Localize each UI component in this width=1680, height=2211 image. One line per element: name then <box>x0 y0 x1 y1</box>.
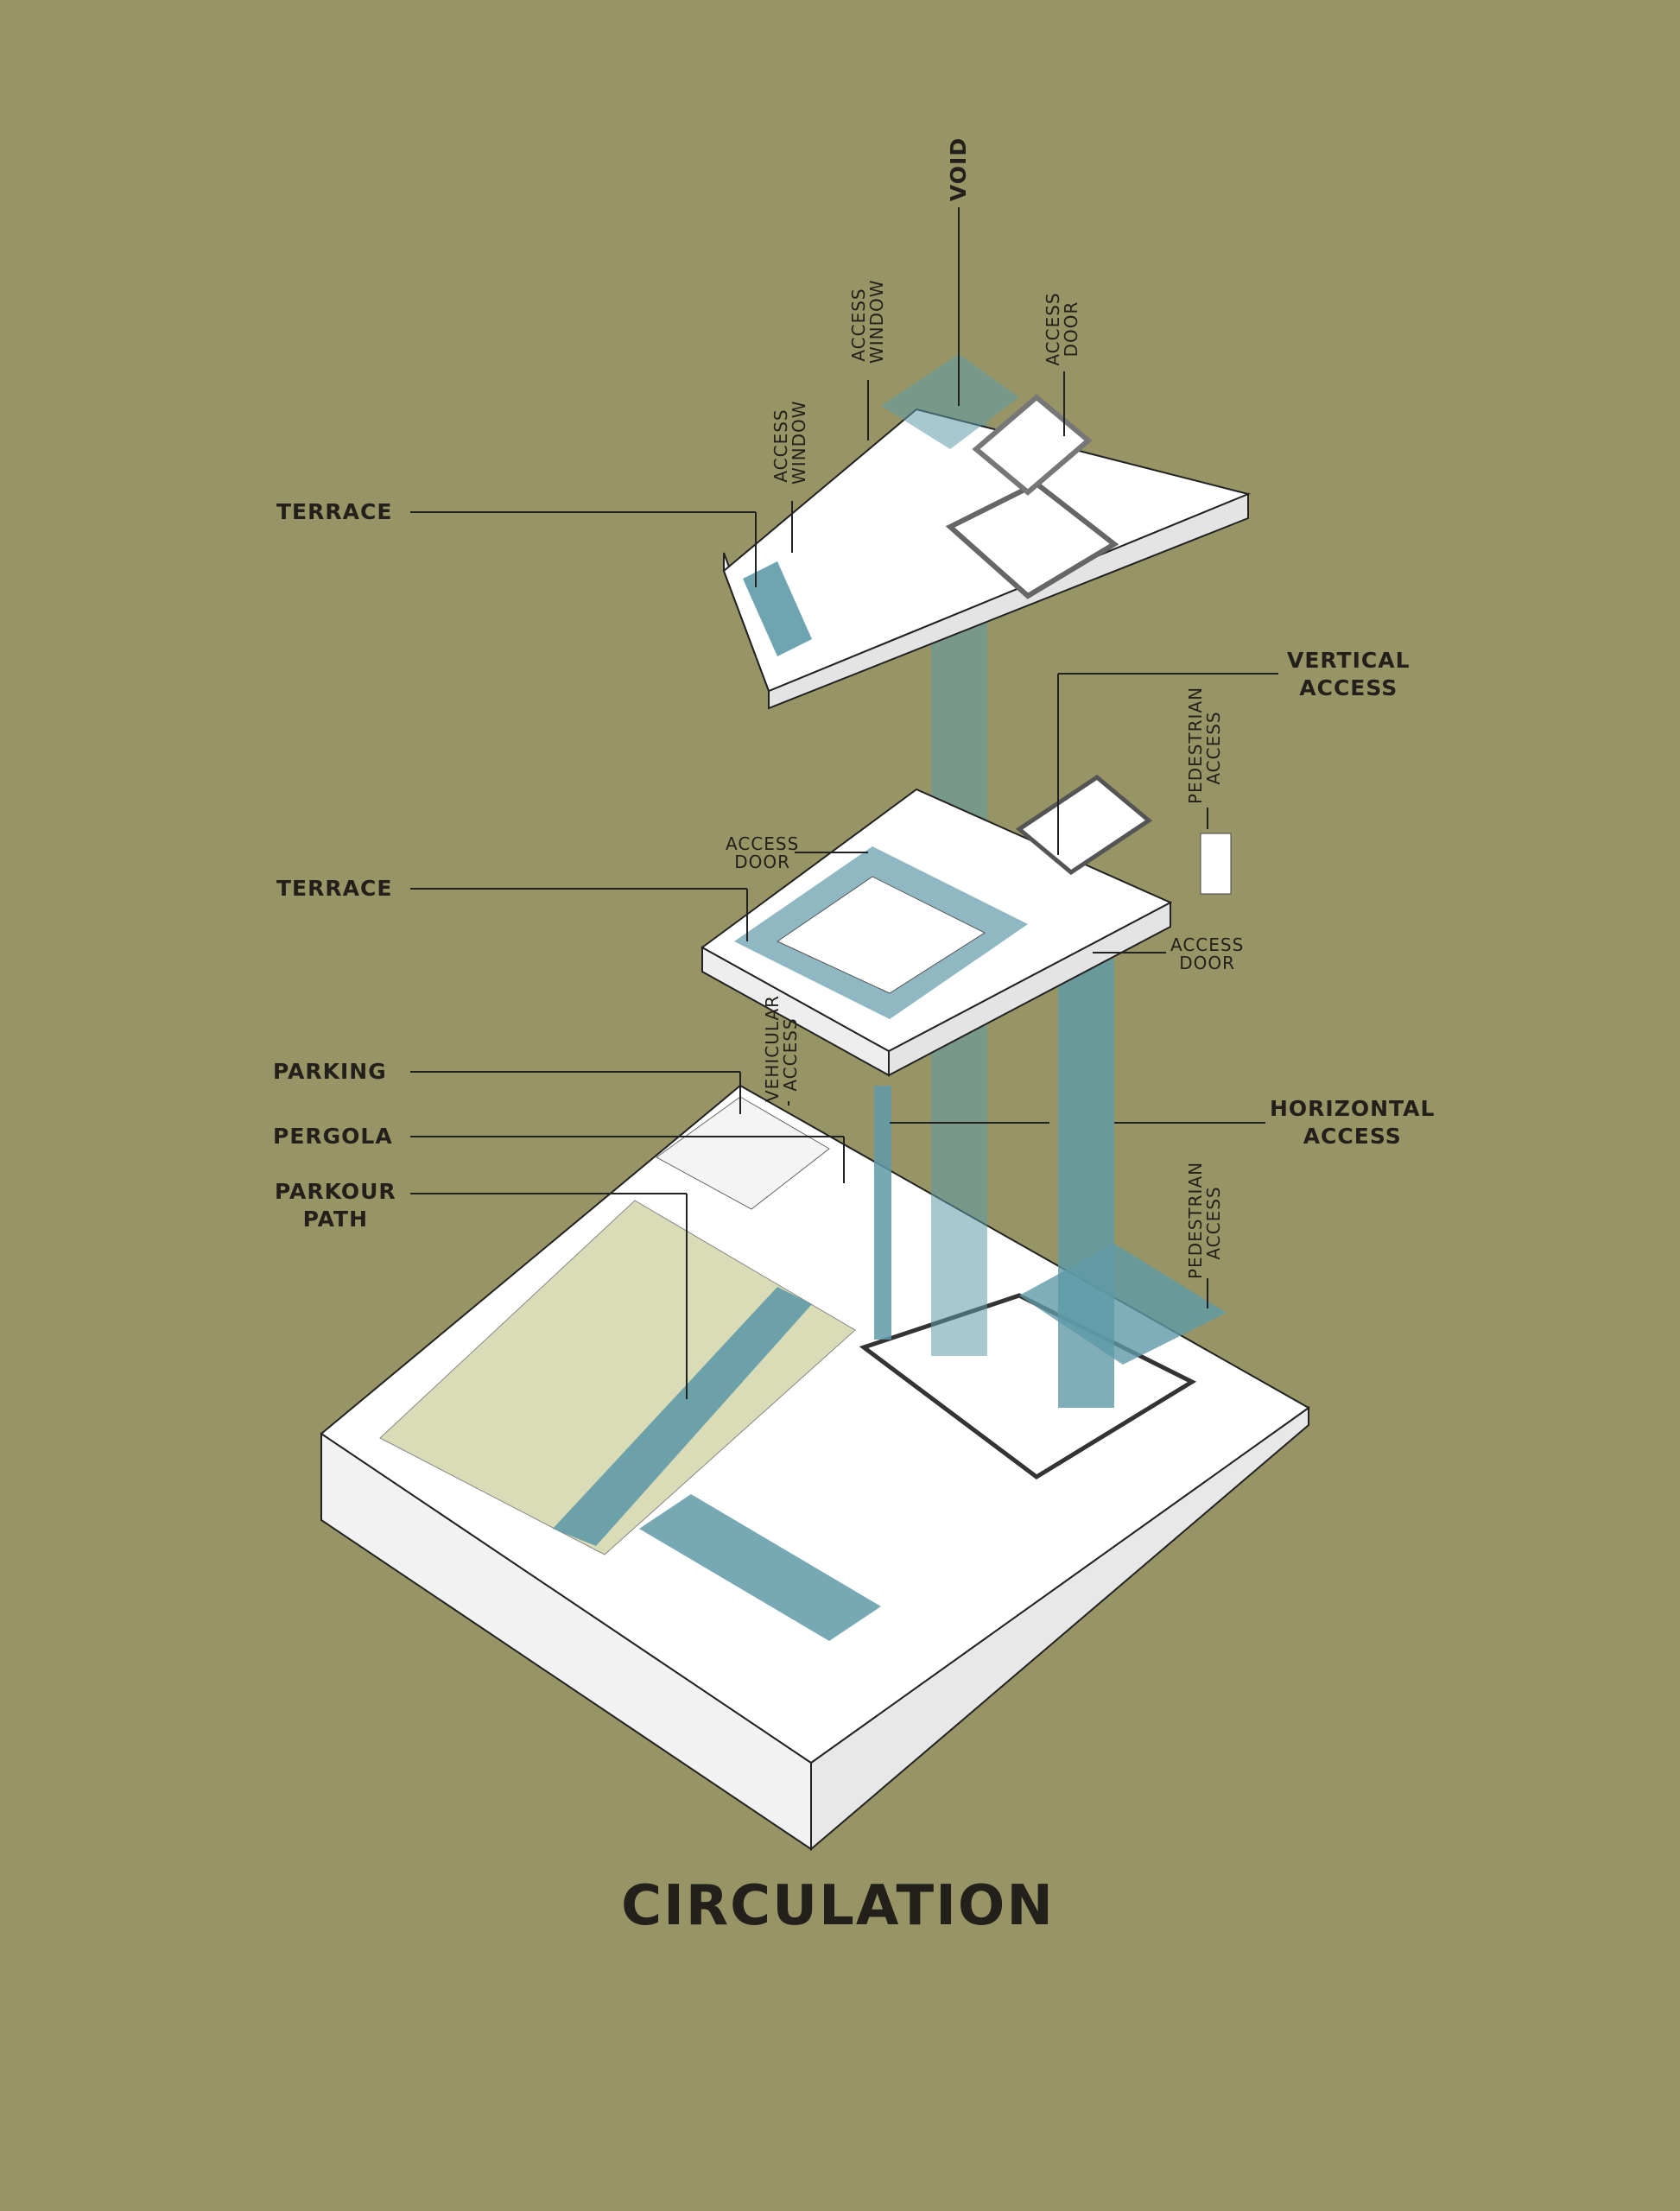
diagram-title: CIRCULATION <box>621 1874 1055 1938</box>
label-terrace-upper: TERRACE <box>276 499 393 524</box>
label-void: VOID <box>946 136 971 202</box>
parking-area <box>656 1096 830 1210</box>
label-horizontal-access: HORIZONTAL ACCESS <box>1270 1095 1435 1150</box>
garden-grass <box>379 1200 856 1555</box>
label-line: ACCESS <box>726 833 800 854</box>
label-line: PEDESTRIAN <box>1185 1161 1206 1279</box>
label-line: VERTICAL <box>1287 648 1411 673</box>
middle-floor <box>701 774 1232 1077</box>
label-line: DOOR <box>1179 953 1236 973</box>
label-line: ACCESS <box>770 409 791 483</box>
label-parkour-path: PARKOUR PATH <box>275 1178 396 1233</box>
top-floor <box>722 354 1252 710</box>
vertical-access-shaft <box>1058 959 1114 1408</box>
label-line: VEHICULAR <box>762 994 783 1102</box>
label-line: ACCESS <box>1303 1124 1402 1149</box>
label-parking: PARKING <box>273 1059 387 1084</box>
label-line: PARKOUR <box>275 1179 396 1204</box>
ground-floor <box>320 1084 1310 1852</box>
label-pergola: PERGOLA <box>273 1124 393 1149</box>
leader-lines <box>410 207 1278 1399</box>
label-line: DOOR <box>1061 301 1081 358</box>
label-line: DOOR <box>734 852 791 872</box>
label-line: WINDOW <box>789 400 809 485</box>
label-line: ACCESS <box>848 288 869 362</box>
label-terrace-mid: TERRACE <box>276 876 393 901</box>
label-line: ACCESS <box>1203 1186 1224 1260</box>
label-line: ACCESS <box>1170 934 1245 955</box>
label-line: WINDOW <box>866 279 887 364</box>
label-line: ACCESS <box>1203 711 1224 785</box>
label-line: HORIZONTAL <box>1270 1096 1436 1121</box>
label-line: ACCESS <box>1299 675 1398 700</box>
label-line: PEDESTRIAN <box>1185 686 1206 804</box>
vertical-access-shaft <box>874 1086 891 1340</box>
label-line: ACCESS <box>1043 292 1063 366</box>
label-line: ACCESS <box>780 1017 801 1092</box>
parkour-path <box>553 1287 812 1546</box>
horizontal-path <box>639 1494 881 1641</box>
label-line: PATH <box>302 1207 369 1232</box>
